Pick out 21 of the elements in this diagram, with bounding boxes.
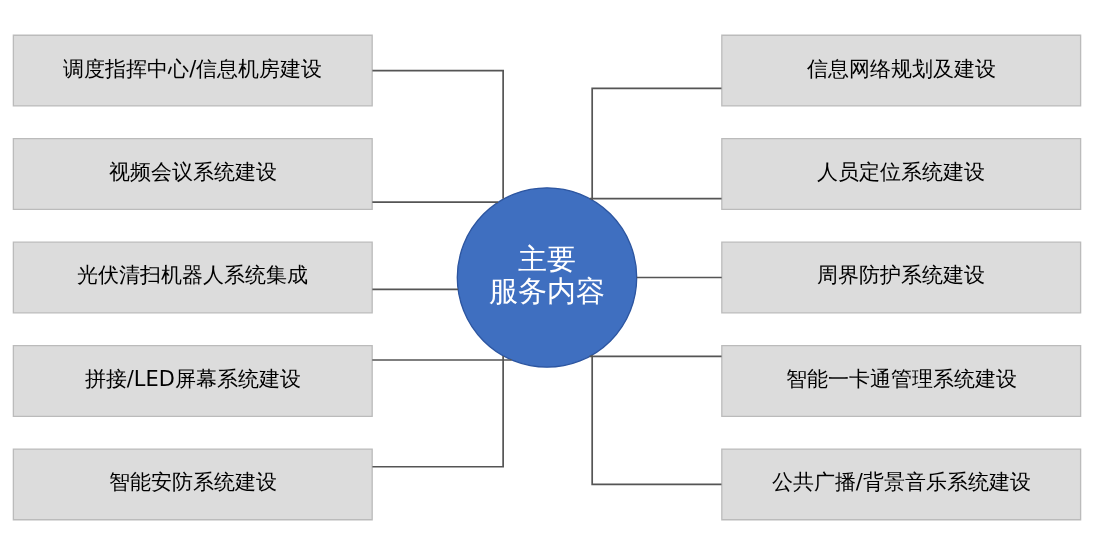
node-box: 周界防护系统建设: [721, 241, 1082, 314]
connector: [371, 69, 504, 200]
connector: [591, 87, 723, 201]
connector: [636, 276, 723, 279]
node-box: 信息网络规划及建设: [721, 34, 1082, 107]
node-box: 智能安防系统建设: [12, 448, 373, 521]
connector: [371, 355, 504, 468]
connector: [371, 359, 513, 361]
connector: [591, 354, 723, 486]
node-box: 公共广播/背景音乐系统建设: [721, 448, 1082, 521]
connector: [588, 197, 723, 200]
connector: [371, 201, 499, 204]
node-box: 拼接/LED屏幕系统建设: [12, 344, 373, 417]
node-box: 调度指挥中心/信息机房建设: [12, 34, 373, 107]
connector: [371, 288, 459, 291]
connector: [588, 355, 723, 358]
node-circle: 主要服务内容: [456, 187, 638, 368]
node-box: 光伏清扫机器人系统集成: [12, 241, 373, 314]
node-box: 智能一卡通管理系统建设: [721, 344, 1082, 417]
node-box: 人员定位系统建设: [721, 138, 1082, 211]
node-box: 视频会议系统建设: [12, 138, 373, 211]
